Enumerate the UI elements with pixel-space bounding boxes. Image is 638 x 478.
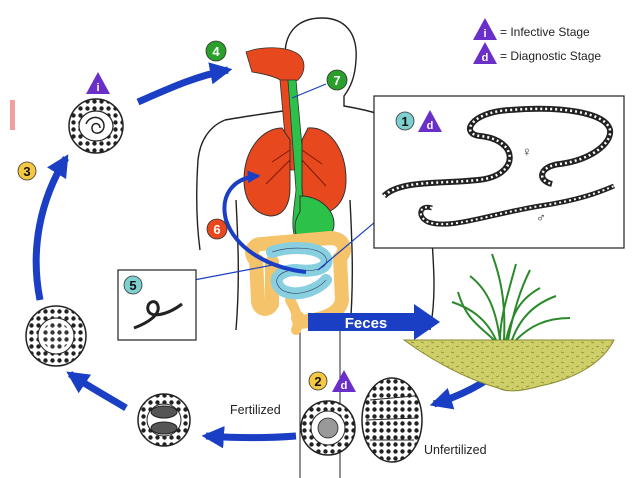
step-2-circle bbox=[308, 371, 328, 391]
arrow-to-infective bbox=[32, 154, 69, 301]
egg-two-cell bbox=[137, 393, 191, 447]
step-4-number: 4 bbox=[212, 44, 220, 59]
migration-arrow bbox=[222, 170, 307, 274]
legend-infective-symbol: i bbox=[483, 28, 486, 40]
infective-stage-triangle-icon bbox=[473, 18, 497, 40]
step-1-number: 1 bbox=[401, 114, 408, 129]
edge-mark bbox=[10, 100, 15, 130]
step-4-symbol: i bbox=[96, 82, 99, 94]
soil-with-grass bbox=[402, 253, 615, 392]
step-6-circle bbox=[206, 218, 228, 240]
feces-label: Feces bbox=[345, 315, 388, 332]
egg-embryonated bbox=[25, 305, 87, 367]
egg-unfertilized bbox=[361, 377, 423, 463]
step-2-symbol: d bbox=[341, 380, 348, 392]
feces-arrow-body bbox=[308, 313, 416, 331]
larva-icon bbox=[133, 300, 183, 330]
legend-diagnostic-symbol: d bbox=[482, 52, 489, 64]
cycle-arrows bbox=[32, 62, 507, 449]
step-1-circle bbox=[395, 111, 415, 131]
pointer-line-5 bbox=[193, 263, 279, 281]
female-symbol: ♀ bbox=[522, 144, 532, 159]
step-markers: 1 d 2 d 3 4 i 5 6 7 bbox=[17, 40, 442, 392]
step-3-number: 3 bbox=[23, 164, 30, 179]
pointer-line-7 bbox=[291, 83, 327, 99]
fertilized-label: Fertilized bbox=[230, 403, 281, 417]
legend: i = Infective Stage d = Diagnostic Stage bbox=[473, 18, 601, 64]
arrow-fertilized-to-embryo bbox=[201, 426, 297, 449]
step-5-circle bbox=[123, 275, 143, 295]
step-3-circle bbox=[17, 161, 37, 181]
legend-infective-label: = Infective Stage bbox=[500, 25, 590, 39]
step-1-diagnostic-icon bbox=[418, 110, 442, 132]
diagnostic-stage-triangle-icon bbox=[473, 42, 497, 64]
male-symbol: ♂ bbox=[536, 210, 546, 225]
step-6-number: 6 bbox=[213, 222, 220, 237]
step-7-number: 7 bbox=[333, 73, 340, 88]
feces-arrow-head bbox=[414, 304, 440, 340]
adult-worms-panel: ♀ ♂ bbox=[373, 95, 625, 249]
arrow-to-mouth bbox=[136, 62, 233, 106]
step-2-number: 2 bbox=[314, 374, 321, 389]
step-4-circle bbox=[205, 40, 227, 62]
lungs bbox=[243, 127, 347, 217]
step-2-diagnostic-icon bbox=[332, 370, 356, 392]
step-4-infective-icon bbox=[86, 72, 110, 94]
step-1-symbol: d bbox=[427, 120, 434, 132]
egg-fertilized bbox=[300, 400, 356, 456]
egg-infective bbox=[68, 98, 124, 154]
step-5-number: 5 bbox=[129, 278, 136, 293]
step-7-circle bbox=[326, 69, 348, 91]
arrow-egg-to-egg bbox=[66, 371, 128, 412]
legend-diagnostic-label: = Diagnostic Stage bbox=[500, 49, 601, 63]
unfertilized-label: Unfertilized bbox=[424, 443, 487, 457]
